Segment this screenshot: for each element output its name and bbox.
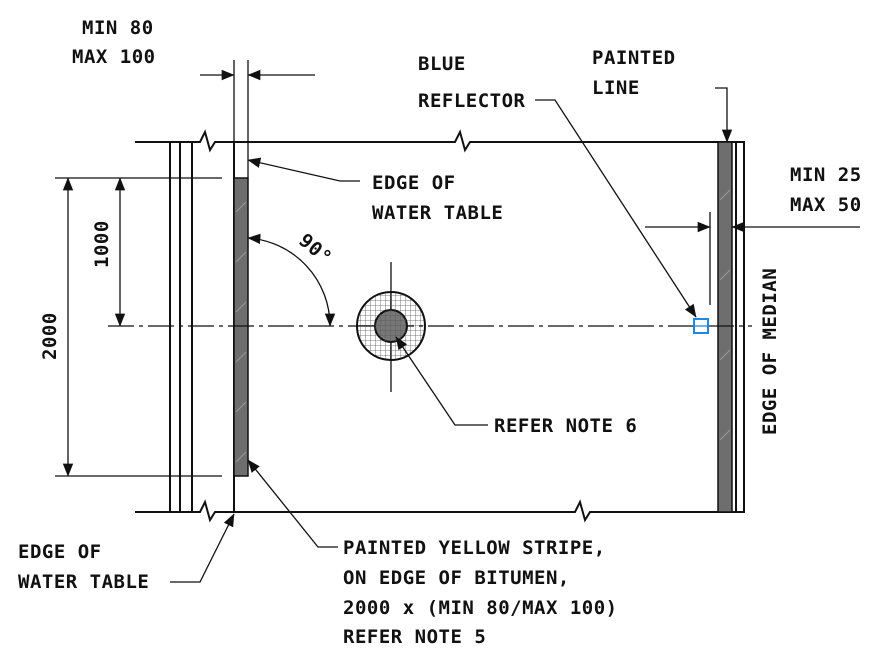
- yellow-stripe-note-line2: ON EDGE OF BITUMEN,: [343, 567, 570, 589]
- yellow-stripe-note-line4: REFER NOTE 5: [343, 626, 486, 648]
- edge-water-table-bottom-line1: EDGE OF: [18, 541, 102, 563]
- line-offset-max-label: MAX 50: [790, 194, 862, 216]
- painted-line-label-line2: LINE: [592, 77, 640, 99]
- dimension-2000-label: 2000: [39, 312, 61, 360]
- dimension-extension-lines: [55, 60, 249, 477]
- raised-pavement-marker: [356, 262, 426, 392]
- angle-label: 90°: [294, 229, 336, 269]
- right-angle-arc: [247, 233, 336, 327]
- edge-of-median-label: EDGE OF MEDIAN: [759, 268, 781, 435]
- blue-reflector-label-line2: REFLECTOR: [418, 90, 526, 112]
- road-bottom-edge: [135, 499, 745, 523]
- stripe-width-max-label: MAX 100: [72, 46, 156, 68]
- blue-reflector-label-line1: BLUE: [418, 53, 466, 75]
- refer-note-6-label: REFER NOTE 6: [494, 415, 637, 437]
- yellow-stripe-note-line3: 2000 x (MIN 80/MAX 100): [343, 597, 618, 619]
- line-offset-min-label: MIN 25: [790, 164, 862, 186]
- edge-water-table-bottom-line2: WATER TABLE: [18, 571, 149, 593]
- edge-water-table-top-line1: EDGE OF: [372, 172, 456, 194]
- right-median-edge: [709, 141, 745, 513]
- painted-line-label-line1: PAINTED: [592, 47, 676, 69]
- left-water-table-edge: [169, 142, 235, 512]
- stripe-width-min-label: MIN 80: [82, 17, 154, 39]
- road-top-edge: [135, 129, 745, 153]
- painted-yellow-stripe: [233, 177, 249, 477]
- edge-water-table-top-line2: WATER TABLE: [372, 202, 503, 224]
- yellow-stripe-note-line1: PAINTED YELLOW STRIPE,: [343, 537, 606, 559]
- dimension-1000-label: 1000: [91, 220, 113, 268]
- leader-lines: [170, 87, 733, 583]
